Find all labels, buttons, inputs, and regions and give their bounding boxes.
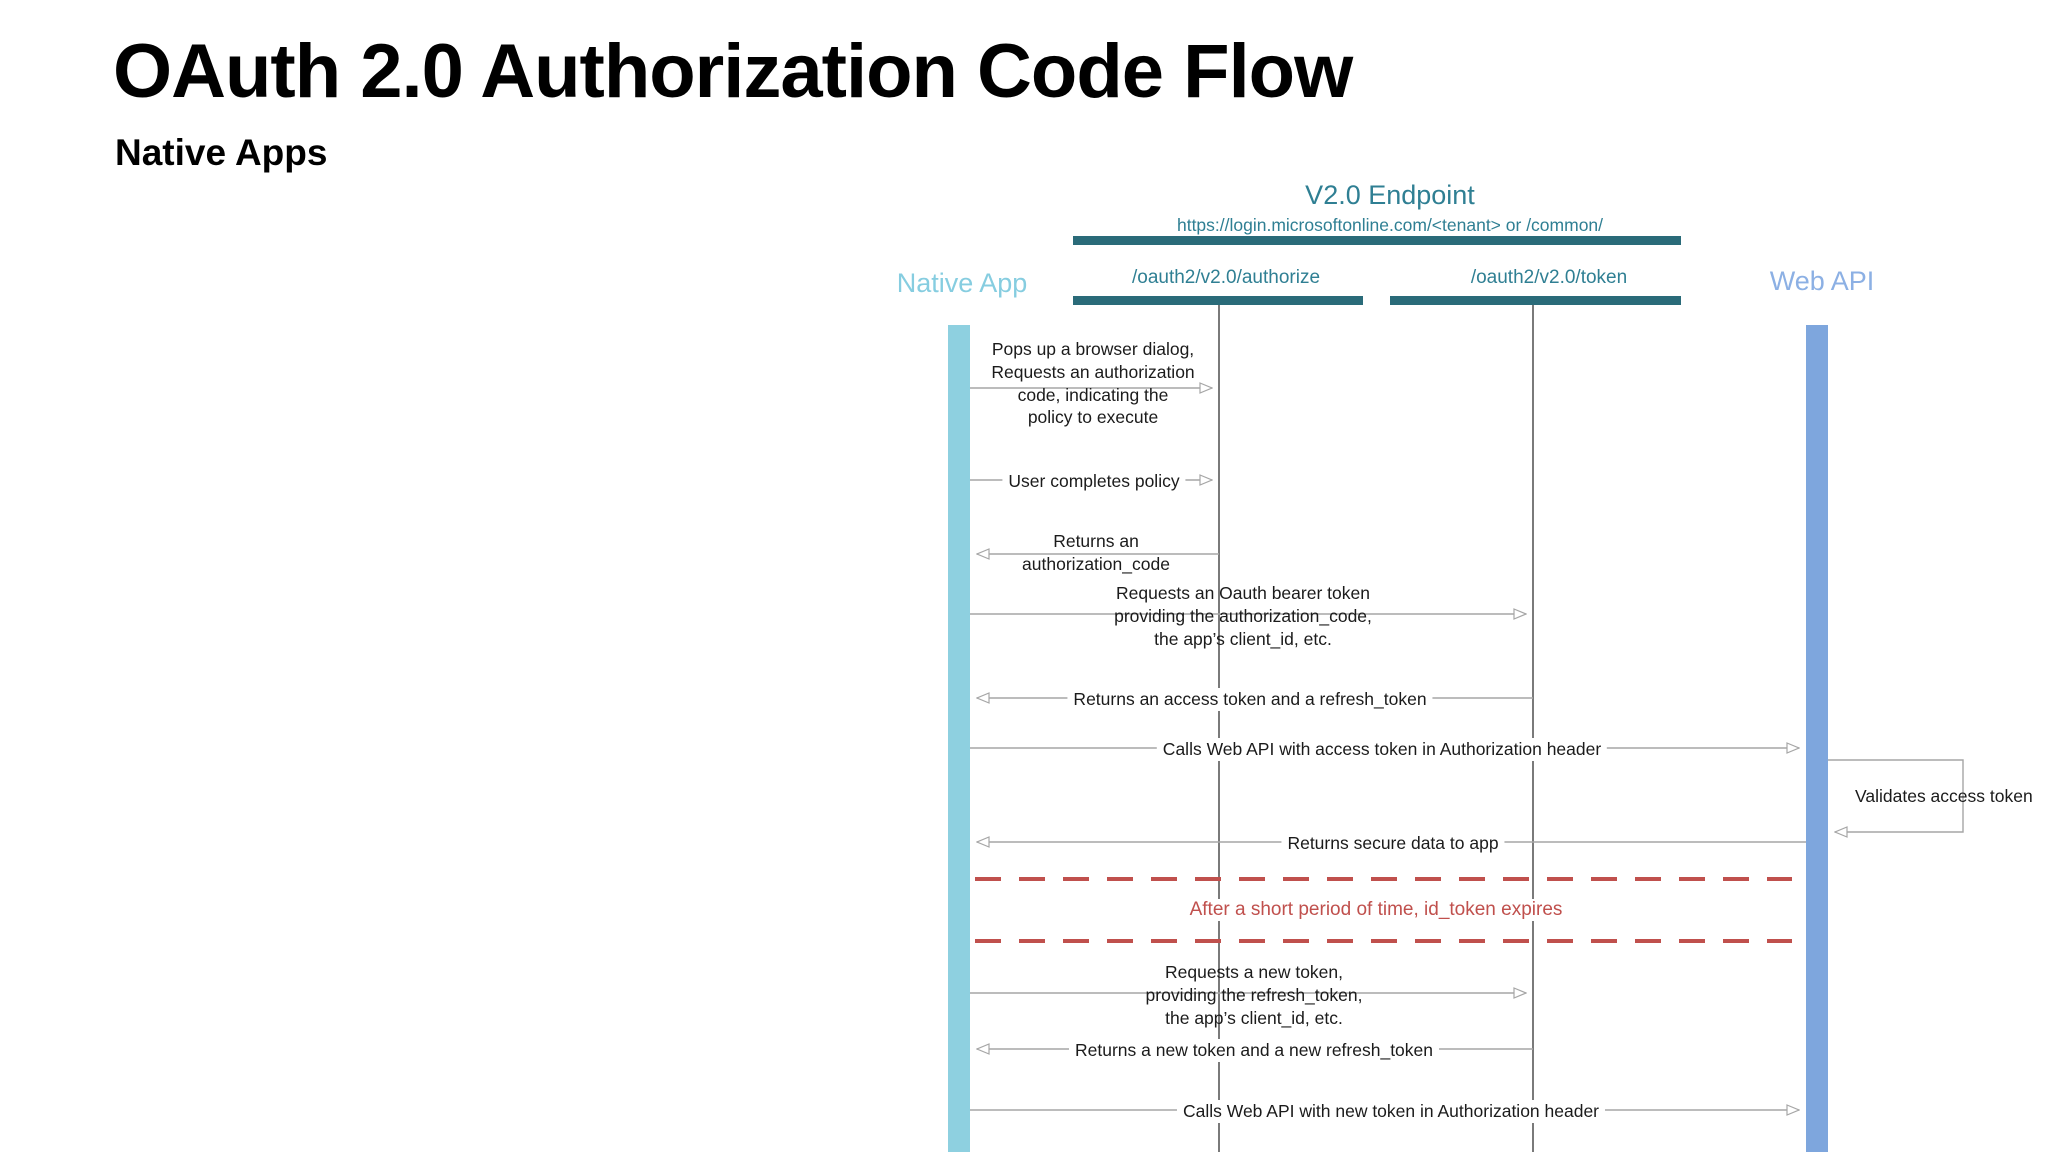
- actor-label-web-api: Web API: [1769, 266, 1875, 296]
- token-endpoint-bar: [1390, 296, 1681, 305]
- message-label-8: Returns secure data to app: [1281, 832, 1505, 855]
- message-label-1: Pops up a browser dialog, Requests an au…: [991, 338, 1194, 429]
- native-app-lifeline-bar: [948, 325, 970, 1152]
- message-label-9-line-2: providing the refresh_token,: [1145, 984, 1363, 1005]
- message-label-9-line-1: Requests a new token,: [1164, 962, 1344, 982]
- actor-label-token-endpoint: /oauth2/v2.0/token: [1470, 267, 1628, 288]
- actor-label-native-app: Native App: [896, 268, 1028, 298]
- message-label-1-line-4: policy to execute: [1027, 407, 1159, 428]
- message-label-9-line-3: the app’s client_id, etc.: [1165, 1007, 1343, 1028]
- message-label-4: Requests an Oauth bearer token providing…: [1114, 582, 1372, 650]
- endpoint-group-title: V2.0 Endpoint: [1305, 180, 1475, 210]
- message-label-3-line-2: authorization_code: [1022, 553, 1170, 574]
- message-label-3: Returns an authorization_code: [1022, 530, 1170, 576]
- message-label-4-line-1: Requests an Oauth bearer token: [1116, 583, 1370, 603]
- authorize-endpoint-bar: [1073, 296, 1363, 305]
- message-label-7: Validates access token: [1855, 786, 2033, 806]
- expire-note-label: After a short period of time, id_token e…: [1179, 899, 1573, 921]
- web-api-lifeline-bar: [1806, 325, 1828, 1152]
- endpoint-group-url: https://login.microsoftonline.com/<tenan…: [1176, 215, 1604, 235]
- message-label-1-line-3: code, indicating the: [1017, 384, 1169, 405]
- endpoint-group-bar: [1073, 236, 1681, 245]
- message-label-4-line-3: the app’s client_id, etc.: [1154, 628, 1332, 649]
- message-label-9: Requests a new token, providing the refr…: [1146, 961, 1363, 1029]
- message-label-3-line-1: Returns an: [1053, 531, 1139, 551]
- page-title: OAuth 2.0 Authorization Code Flow: [113, 29, 1353, 114]
- page-subtitle: Native Apps: [115, 132, 328, 173]
- message-label-6: Calls Web API with access token in Autho…: [1156, 738, 1608, 761]
- message-label-1-line-1: Pops up a browser dialog,: [991, 339, 1195, 359]
- message-arrow-7-self-loop: [1828, 759, 1964, 832]
- message-label-4-line-2: providing the authorization_code,: [1114, 605, 1372, 626]
- actor-label-authorize-endpoint: /oauth2/v2.0/authorize: [1131, 267, 1321, 288]
- message-label-1-line-2: Requests an authorization: [991, 361, 1195, 382]
- message-label-10: Returns a new token and a new refresh_to…: [1069, 1039, 1439, 1062]
- message-label-5: Returns an access token and a refresh_to…: [1067, 688, 1433, 711]
- message-label-11: Calls Web API with new token in Authoriz…: [1176, 1100, 1606, 1123]
- message-label-2: User completes policy: [1002, 470, 1186, 493]
